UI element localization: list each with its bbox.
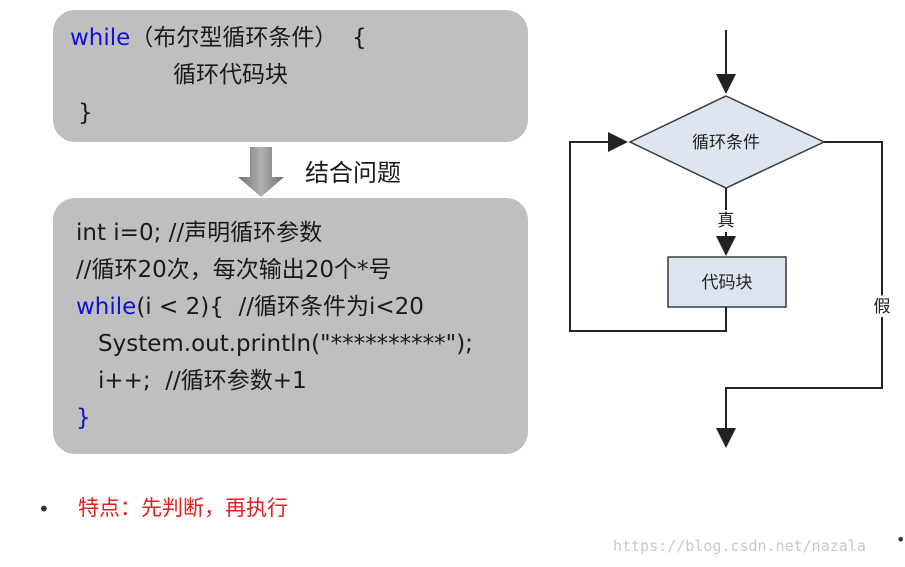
- false-label: 假: [874, 297, 891, 317]
- example-line-2: //循环20次，每次输出20个*号: [76, 257, 392, 283]
- loop-back-arrow: [569, 132, 727, 332]
- while-keyword: while: [70, 25, 131, 51]
- syntax-line-1: while（布尔型循环条件） {: [70, 23, 367, 53]
- code-block-text: 代码块: [702, 273, 753, 293]
- example-condition: (i < 2){ //循环条件为i<20: [136, 294, 424, 320]
- feature-text: 特点：先判断，再执行: [78, 496, 288, 520]
- syntax-box: while（布尔型循环条件） { 循环代码块 }: [53, 10, 528, 142]
- while-keyword: while: [76, 294, 137, 320]
- true-label: 真: [718, 211, 735, 231]
- down-arrow-icon: [238, 147, 284, 197]
- while-flowchart: 循环条件 真 代码块 假: [569, 30, 894, 448]
- example-box: int i=0; //声明循环参数 //循环20次，每次输出20个*号 whil…: [53, 198, 528, 454]
- syntax-line-3: }: [78, 100, 93, 126]
- condition-text: 循环条件: [692, 133, 760, 153]
- example-line-1: int i=0; //声明循环参数: [76, 220, 323, 246]
- syntax-line-2: 循环代码块: [173, 62, 288, 88]
- example-line-4: System.out.println("**********");: [98, 331, 473, 357]
- code-block-rect: [667, 256, 787, 308]
- transition-label: 结合问题: [305, 159, 401, 187]
- watermark: https://blog.csdn.net/nazala: [613, 537, 866, 555]
- example-line-6: }: [76, 405, 91, 431]
- example-line-5: i++; //循环参数+1: [98, 368, 307, 394]
- bullet-icon: •: [896, 530, 905, 549]
- false-arrow: [716, 141, 883, 448]
- bullet-icon: •: [38, 497, 50, 521]
- syntax-condition: （布尔型循环条件） {: [130, 25, 367, 51]
- example-line-3: while(i < 2){ //循环条件为i<20: [76, 292, 424, 322]
